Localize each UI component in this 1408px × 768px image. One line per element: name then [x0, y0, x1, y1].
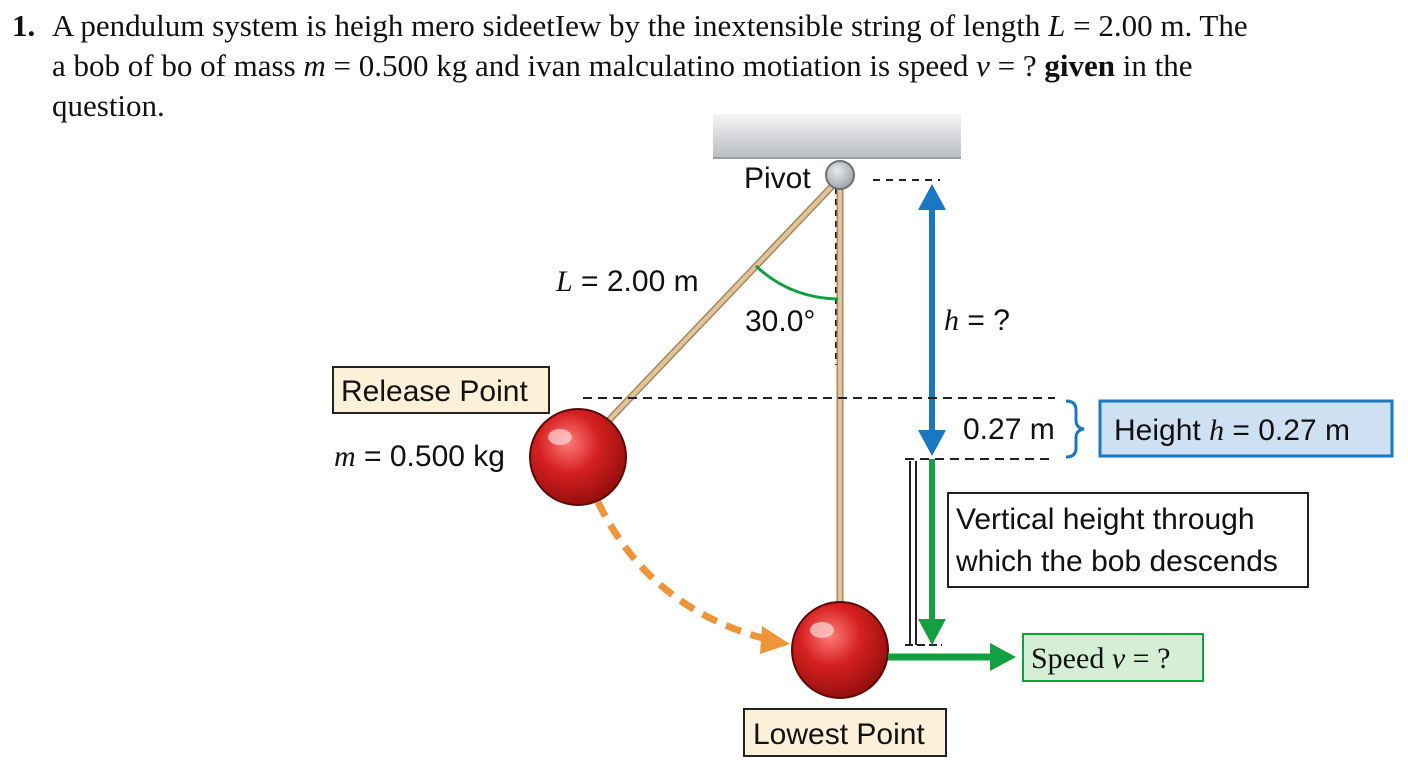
string-release-fill — [588, 176, 842, 442]
height-box — [1098, 399, 1394, 458]
question-line-3: question. — [52, 88, 165, 123]
release-point-box — [332, 366, 550, 414]
bob-lowest-highlight — [810, 622, 834, 638]
drop-label: 0.27 m — [963, 413, 1055, 446]
angle-arc — [754, 264, 839, 301]
ceiling — [713, 114, 961, 158]
speed-arrow-head — [990, 643, 1016, 671]
vertical-height-line-1: Vertical height through — [956, 503, 1255, 536]
release-point-label: Release Point — [341, 375, 528, 408]
height-box-label: Height h = 0.27 m — [1114, 414, 1350, 447]
bob-release — [529, 408, 627, 506]
h-arrow-head-up — [918, 184, 946, 210]
pivot-circle — [825, 160, 855, 190]
mass-label: m = 0.500 kg — [334, 440, 505, 473]
lowest-point-label: Lowest Point — [753, 718, 925, 751]
pivot-label: Pivot — [744, 162, 811, 195]
speed-box — [1022, 633, 1204, 682]
bob-release-highlight — [548, 429, 572, 445]
angle-label: 30.0° — [745, 305, 815, 338]
swing-path-arrow-head — [760, 626, 790, 654]
h-label: h = ? — [944, 304, 1010, 337]
question-line-2: a bob of bo of mass m = 0.500 kg and iva… — [52, 48, 1193, 83]
swing-path — [594, 500, 771, 644]
h-arrow-head-down — [918, 430, 946, 456]
lowest-point-box — [743, 708, 947, 757]
length-label: L = 2.00 m — [555, 265, 699, 298]
question-number: 1. — [12, 8, 36, 43]
speed-label: Speed v = ? — [1031, 642, 1170, 675]
question-text: 1.A pendulum system is heigh mero sideet… — [12, 6, 1400, 126]
bob-lowest — [791, 601, 889, 699]
vertical-height-box — [947, 492, 1309, 588]
question-line-1: 1.A pendulum system is heigh mero sideet… — [12, 6, 1400, 46]
drop-brace — [1065, 399, 1085, 459]
descent-arrow-head — [918, 619, 946, 645]
vertical-height-line-2: which the bob descends — [955, 545, 1278, 578]
